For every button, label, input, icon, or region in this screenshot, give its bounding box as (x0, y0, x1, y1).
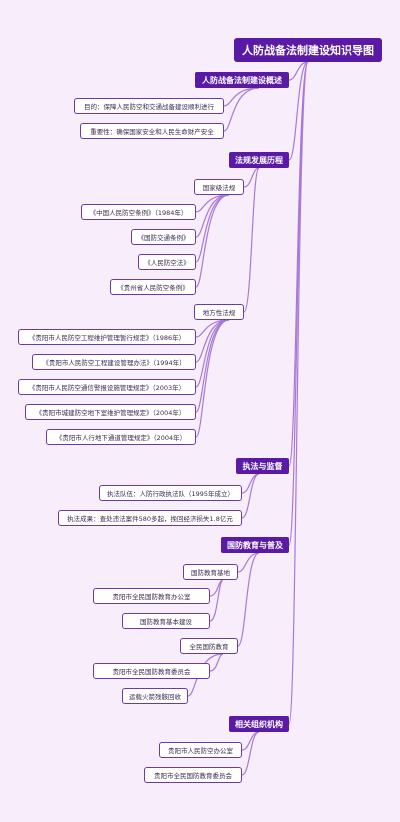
topic-node-3-1: 执法队伍：人防行政执法队（1995年成立） (99, 485, 242, 501)
root-to-category-5 (288, 61, 309, 725)
root-to-category-1 (288, 61, 309, 81)
category-4-to-topic-1 (237, 552, 260, 573)
category-node-4: 国防教育与普及 (221, 537, 289, 553)
subtopic-node-2-1-4: 《贵州省人民防空条例》 (110, 279, 196, 295)
subtopic-node-2-2-4: 《贵阳市城建防空地下室维护管理规定》（2004年） (25, 404, 196, 420)
topic-node-1-1: 目的：保障人民防空和交通战备建设顺利进行 (74, 98, 224, 114)
category-4-to-topic-2 (237, 552, 260, 647)
topic-node-1-2: 重要性：确保国家安全和人民生命财产安全 (80, 123, 224, 139)
map-root-title: 人防战备法制建设知识导图 (234, 38, 382, 62)
topic-node-4-2: 全民国防教育 (180, 638, 238, 654)
category-2-to-topic-1 (243, 167, 260, 188)
subtopic-node-4-1-2: 国防教育基本建设 (122, 613, 210, 629)
topic-2-2-to-subtopic-5 (195, 319, 230, 438)
subtopic-node-2-1-3: 《人民防空法》 (138, 254, 196, 270)
subtopic-node-2-1-1: 《中国人民防空条例》（1984年） (81, 204, 196, 220)
category-node-1: 人防战备法制建设概述 (195, 72, 289, 88)
topic-node-5-1: 贵阳市人民防空办公室 (159, 742, 242, 758)
category-node-3: 执法与监督 (236, 458, 289, 474)
category-node-5: 相关组织机构 (229, 716, 289, 732)
category-5-to-topic-2 (241, 731, 260, 776)
category-1-to-topic-2 (223, 87, 260, 132)
subtopic-node-2-2-2: 《贵阳市人民防空工程建设管理办法》（1994年） (32, 354, 196, 370)
category-2-to-topic-2 (243, 167, 260, 313)
subtopic-node-2-2-1: 《贵阳市人民防空工程维护管理暂行规定》（1986年） (18, 329, 196, 345)
topic-node-4-1: 国防教育基地 (183, 564, 238, 580)
root-to-category-2 (288, 61, 309, 161)
topic-node-2-2: 地方性法规 (194, 304, 244, 320)
category-node-2: 法规发展历程 (229, 152, 289, 168)
subtopic-node-4-2-2: 运载火箭残骸回收 (122, 688, 188, 704)
subtopic-node-4-1-1: 贵阳市全民国防教育办公室 (93, 588, 210, 604)
topic-node-3-2: 执法成果：查处违法案件580多起，挽回经济损失1.8亿元 (58, 510, 242, 526)
topic-node-5-2: 贵阳市全民国防教育委员会 (144, 767, 242, 783)
subtopic-node-2-1-2: 《国防交通条例》 (131, 229, 196, 245)
topic-node-2-1: 国家级法规 (194, 179, 244, 195)
subtopic-node-4-2-1: 贵阳市全民国防教育委员会 (93, 663, 210, 679)
topic-4-1-to-subtopic-2 (209, 579, 224, 622)
subtopic-node-2-2-3: 《贵阳市人民防空通信警报设施管理规定》（2003年） (18, 379, 196, 395)
subtopic-node-2-2-5: 《贵阳市人行地下通道管理规定》（2004年） (46, 429, 196, 445)
category-3-to-topic-2 (241, 473, 260, 519)
root-to-category-4 (288, 61, 309, 546)
topic-2-1-to-subtopic-4 (195, 194, 230, 288)
